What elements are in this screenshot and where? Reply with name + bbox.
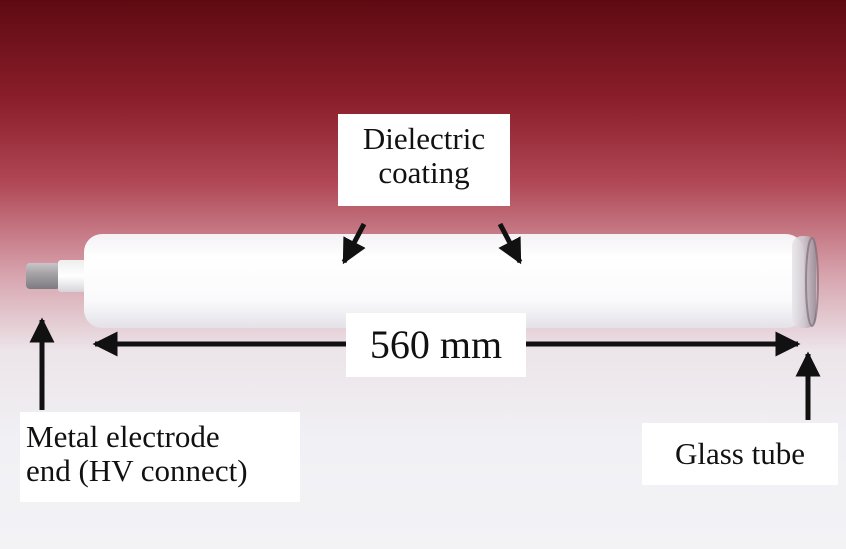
- dielectric-label-line1: Dielectric: [362, 121, 486, 156]
- electrode-label-line2: end (HV connect): [26, 453, 248, 488]
- tube-neck: [58, 260, 90, 292]
- length-label: 560 mm: [346, 313, 526, 377]
- glass-tube-rim: [805, 237, 819, 327]
- dielectric-arrow-right: [497, 222, 523, 265]
- dielectric-arrow-left: [341, 222, 367, 265]
- dielectric-label-line2: coating: [378, 155, 470, 190]
- metal-electrode: [26, 263, 60, 289]
- metal-electrode-label: Metal electrode end (HV connect): [20, 412, 300, 502]
- glass-tube-end: [792, 236, 816, 328]
- electrode-label-line1: Metal electrode: [26, 419, 220, 454]
- dielectric-coating: [84, 234, 804, 328]
- glass-tube-label: Glass tube: [642, 423, 838, 485]
- dielectric-coating-label: Dielectric coating: [338, 114, 510, 206]
